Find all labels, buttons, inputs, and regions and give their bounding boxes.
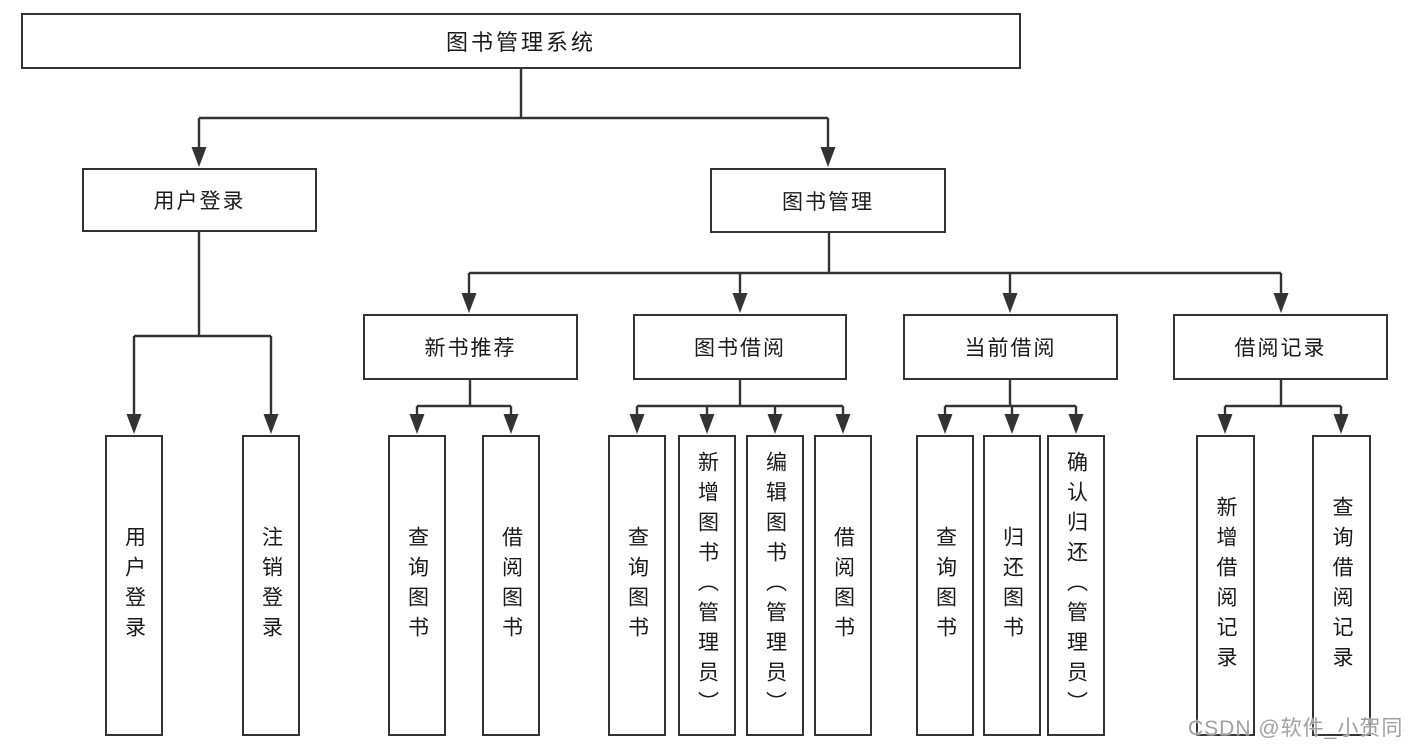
node-user-login: 用户登录: [82, 168, 317, 232]
leaf-bb-edit-books-admin: 编辑图书（管理员）: [746, 435, 804, 736]
leaf-nb-query-books: 查询图书: [388, 435, 446, 736]
leaf-bb-borrow-books-label: 借阅图书: [831, 525, 855, 646]
leaf-bb-add-books-admin-label: 新增图书（管理员）: [695, 450, 719, 721]
leaf-br-add-record: 新增借阅记录: [1196, 435, 1255, 736]
leaf-cb-confirm-return-admin-label: 确认归还（管理员）: [1064, 450, 1088, 721]
leaf-br-query-record: 查询借阅记录: [1312, 435, 1371, 736]
leaf-user-login-label: 用户登录: [122, 525, 146, 646]
leaf-cb-query-books: 查询图书: [916, 435, 974, 736]
leaf-cb-confirm-return-admin: 确认归还（管理员）: [1047, 435, 1105, 736]
leaf-bb-borrow-books: 借阅图书: [814, 435, 872, 736]
node-book-management-label: 图书管理: [782, 190, 874, 214]
node-book-management: 图书管理: [710, 168, 946, 233]
watermark: CSDN @软件_小贺同学: [1188, 717, 1405, 740]
leaf-user-login: 用户登录: [105, 435, 163, 736]
leaf-bb-add-books-admin: 新增图书（管理员）: [678, 435, 736, 736]
node-borrow-records: 借阅记录: [1173, 314, 1388, 380]
leaf-nb-borrow-books: 借阅图书: [482, 435, 540, 736]
leaf-nb-query-books-label: 查询图书: [405, 525, 429, 646]
leaf-br-query-record-label: 查询借阅记录: [1330, 495, 1353, 676]
leaf-logout-label: 注销登录: [259, 525, 283, 646]
leaf-cb-return-books: 归还图书: [983, 435, 1041, 736]
node-borrow-records-label: 借阅记录: [1234, 337, 1327, 360]
leaf-bb-edit-books-admin-label: 编辑图书（管理员）: [763, 450, 787, 721]
node-new-books: 新书推荐: [363, 314, 578, 380]
leaf-nb-borrow-books-label: 借阅图书: [499, 525, 523, 646]
leaf-bb-query-books-label: 查询图书: [625, 525, 649, 646]
node-book-borrow: 图书借阅: [633, 314, 847, 380]
leaf-bb-query-books: 查询图书: [608, 435, 666, 736]
arrowheads: [126, 147, 1349, 434]
leaf-br-add-record-label: 新增借阅记录: [1214, 495, 1237, 676]
leaf-logout: 注销登录: [242, 435, 300, 736]
leaf-cb-query-books-label: 查询图书: [933, 525, 957, 646]
node-new-books-label: 新书推荐: [424, 337, 517, 360]
node-current-borrow-label: 当前借阅: [964, 337, 1057, 360]
node-book-borrow-label: 图书借阅: [694, 337, 786, 360]
node-root: 图书管理系统: [21, 13, 1021, 69]
node-root-label: 图书管理系统: [445, 30, 596, 55]
node-current-borrow: 当前借阅: [903, 314, 1118, 380]
leaf-cb-return-books-label: 归还图书: [1000, 525, 1024, 646]
node-user-login-label: 用户登录: [153, 190, 246, 213]
